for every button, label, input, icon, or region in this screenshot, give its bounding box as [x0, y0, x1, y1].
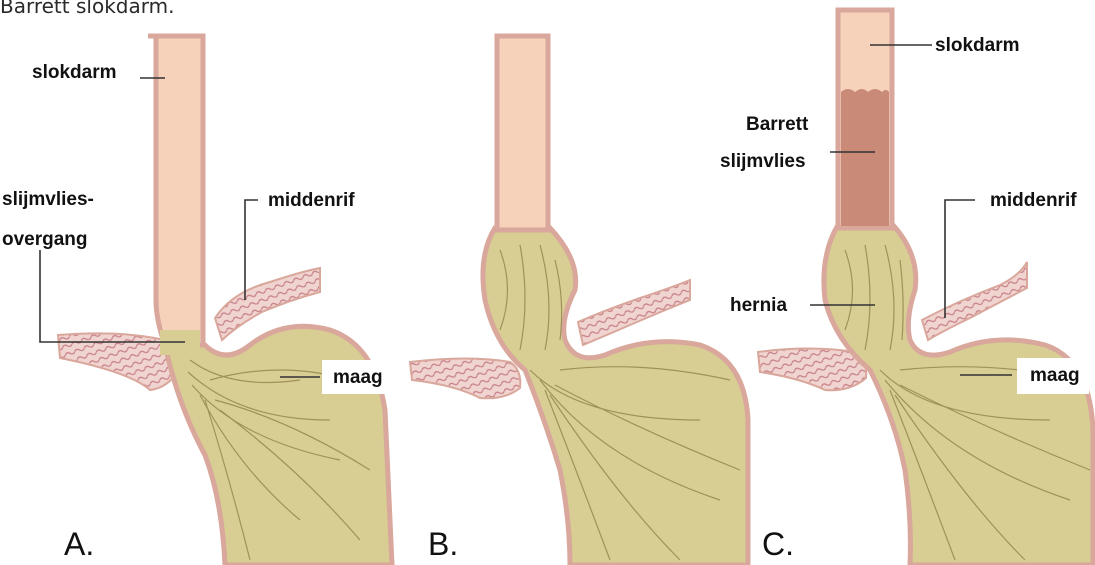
stomach-b	[483, 228, 748, 565]
barrett-mucosa-c	[841, 89, 889, 226]
stomach-c	[824, 225, 1093, 565]
panel-a: slokdarm slijmvlies- overgang middenrif …	[2, 36, 392, 565]
label-barrett-line1-c: Barrett	[746, 114, 809, 135]
label-middenrif-a: middenrif	[268, 190, 355, 211]
diaphragm-right-c	[922, 262, 1027, 340]
panel-letter-a: A.	[64, 526, 94, 562]
label-slokdarm-a: slokdarm	[32, 62, 116, 83]
label-slokdarm-c: slokdarm	[935, 35, 1019, 56]
label-overgang-line2-a: overgang	[2, 229, 88, 250]
label-middenrif-c: middenrif	[990, 190, 1077, 211]
label-hernia-c: hernia	[730, 295, 787, 316]
panel-letter-b: B.	[428, 526, 458, 562]
label-maag-c: maag	[1030, 365, 1080, 386]
leader-middenrif-a	[245, 200, 258, 300]
panel-c: slokdarm Barrett slijmvlies middenrif he…	[720, 10, 1093, 565]
label-overgang-line1-a: slijmvlies-	[2, 189, 94, 210]
label-maag-a: maag	[333, 367, 383, 388]
label-barrett-line2-c: slijmvlies	[720, 151, 806, 172]
diaphragm-left-b	[410, 359, 520, 399]
esophagus-a	[148, 36, 203, 345]
diaphragm-left-c	[758, 349, 866, 391]
esophagus-b	[497, 36, 548, 230]
panel-b: B.	[410, 36, 748, 565]
panel-letter-c: C.	[762, 526, 794, 562]
diaphragm-right-b	[578, 280, 690, 345]
